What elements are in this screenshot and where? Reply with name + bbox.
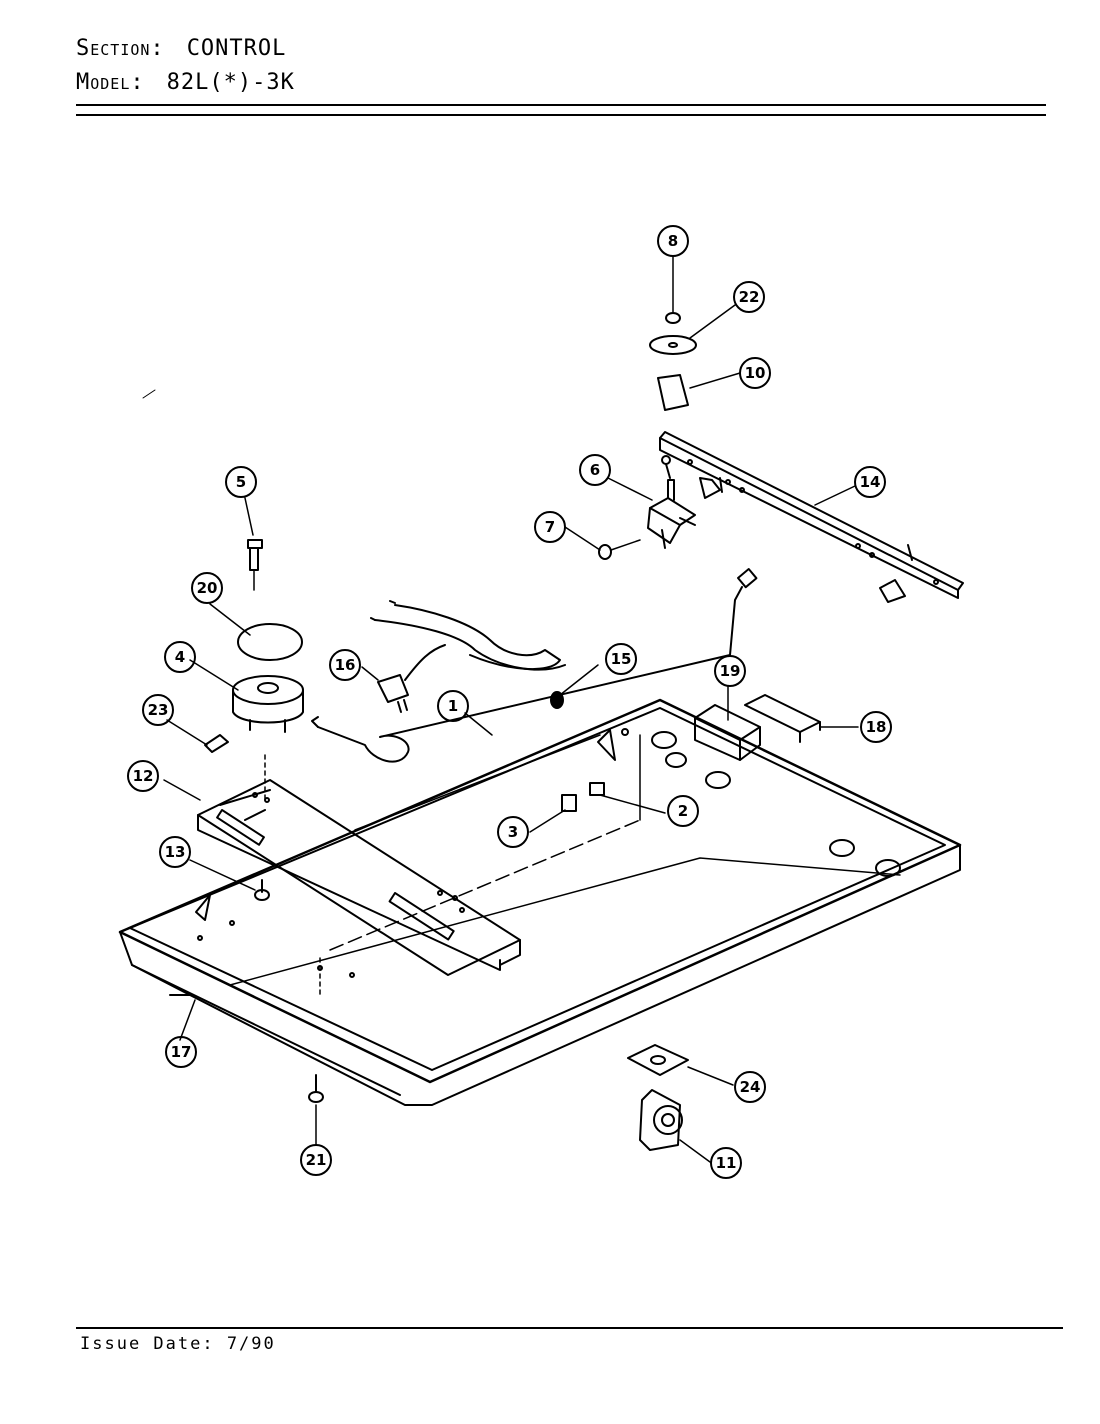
svg-text:6: 6	[590, 461, 600, 479]
callout-1: 1	[437, 690, 469, 722]
callout-21: 21	[300, 1144, 332, 1176]
leader-lines	[163, 255, 859, 1163]
section-line: Section: CONTROL	[76, 36, 286, 61]
clip-part-23	[204, 734, 229, 753]
svg-text:12: 12	[133, 767, 154, 785]
tray-part-17	[118, 698, 962, 1106]
callout-16: 16	[329, 649, 361, 681]
svg-text:11: 11	[716, 1154, 737, 1172]
svg-text:20: 20	[197, 579, 218, 597]
washer-part-22	[649, 335, 697, 355]
callout-7: 7	[534, 511, 566, 543]
callout-18: 18	[860, 711, 892, 743]
svg-text:4: 4	[175, 648, 185, 666]
screw-part-13	[254, 879, 270, 901]
svg-text:23: 23	[148, 701, 169, 719]
manifold-part-14	[659, 431, 964, 603]
connector-part-2	[589, 782, 605, 796]
svg-text:21: 21	[306, 1151, 327, 1169]
svg-text:10: 10	[745, 364, 766, 382]
callout-22: 22	[733, 281, 765, 313]
plate-part-18	[744, 694, 821, 743]
screw-part-7	[598, 539, 641, 560]
svg-text:7: 7	[545, 518, 555, 536]
switch-part-11	[639, 1089, 683, 1151]
svg-text:24: 24	[740, 1078, 761, 1096]
gas-tube-part-1	[311, 568, 758, 763]
svg-text:2: 2	[678, 802, 688, 820]
section-label: Section:	[76, 36, 165, 61]
callouts: 8 22 10 6 14 7 5 20 4 16 15 23 1 19 18 1…	[127, 225, 892, 1179]
o-ring-part-20	[237, 623, 303, 661]
spark-box-part-19	[694, 704, 761, 761]
svg-text:13: 13	[165, 843, 186, 861]
header-rule-bottom	[76, 114, 1046, 116]
callout-14: 14	[854, 466, 886, 498]
issue-date: Issue Date: 7/90	[80, 1334, 276, 1354]
stray-mark	[142, 389, 156, 399]
callout-23: 23	[142, 694, 174, 726]
screw-part-21	[308, 1074, 324, 1103]
svg-text:1: 1	[448, 697, 458, 715]
connector-part-3	[561, 794, 577, 812]
clip-part-10	[657, 374, 689, 411]
svg-text:16: 16	[335, 656, 356, 674]
callout-8: 8	[657, 225, 689, 257]
regulator-part-4	[232, 675, 304, 733]
callout-10: 10	[739, 357, 771, 389]
svg-text:5: 5	[236, 473, 246, 491]
igniter-part-5	[247, 539, 263, 591]
callout-15: 15	[605, 643, 637, 675]
fitting-part-15	[550, 691, 564, 709]
svg-text:17: 17	[171, 1043, 192, 1061]
callout-2: 2	[667, 795, 699, 827]
callout-3: 3	[497, 816, 529, 848]
valve-part-6	[647, 455, 696, 549]
callout-20: 20	[191, 572, 223, 604]
svg-text:8: 8	[668, 232, 678, 250]
svg-text:14: 14	[860, 473, 881, 491]
model-line: Model: 82L(*)-3K	[76, 70, 295, 95]
svg-text:18: 18	[866, 718, 887, 736]
svg-text:19: 19	[720, 662, 741, 680]
svg-text:15: 15	[611, 650, 632, 668]
callout-17: 17	[165, 1036, 197, 1068]
model-value: 82L(*)-3K	[166, 70, 295, 95]
callout-19: 19	[714, 655, 746, 687]
section-value: CONTROL	[186, 36, 287, 61]
callout-11: 11	[710, 1147, 742, 1179]
callout-6: 6	[579, 454, 611, 486]
svg-text:3: 3	[508, 823, 518, 841]
callout-4: 4	[164, 641, 196, 673]
nut-part-8	[665, 312, 681, 324]
callout-24: 24	[734, 1071, 766, 1103]
model-label: Model:	[76, 70, 145, 95]
footer-rule	[76, 1327, 1063, 1329]
svg-text:22: 22	[739, 288, 760, 306]
header-rule-top	[76, 104, 1046, 106]
callout-12: 12	[127, 760, 159, 792]
bracket-part-12	[197, 754, 521, 976]
callout-5: 5	[225, 466, 257, 498]
nut-plate-part-24	[627, 1044, 689, 1076]
power-cord-part-16	[370, 600, 566, 713]
callout-13: 13	[159, 836, 191, 868]
